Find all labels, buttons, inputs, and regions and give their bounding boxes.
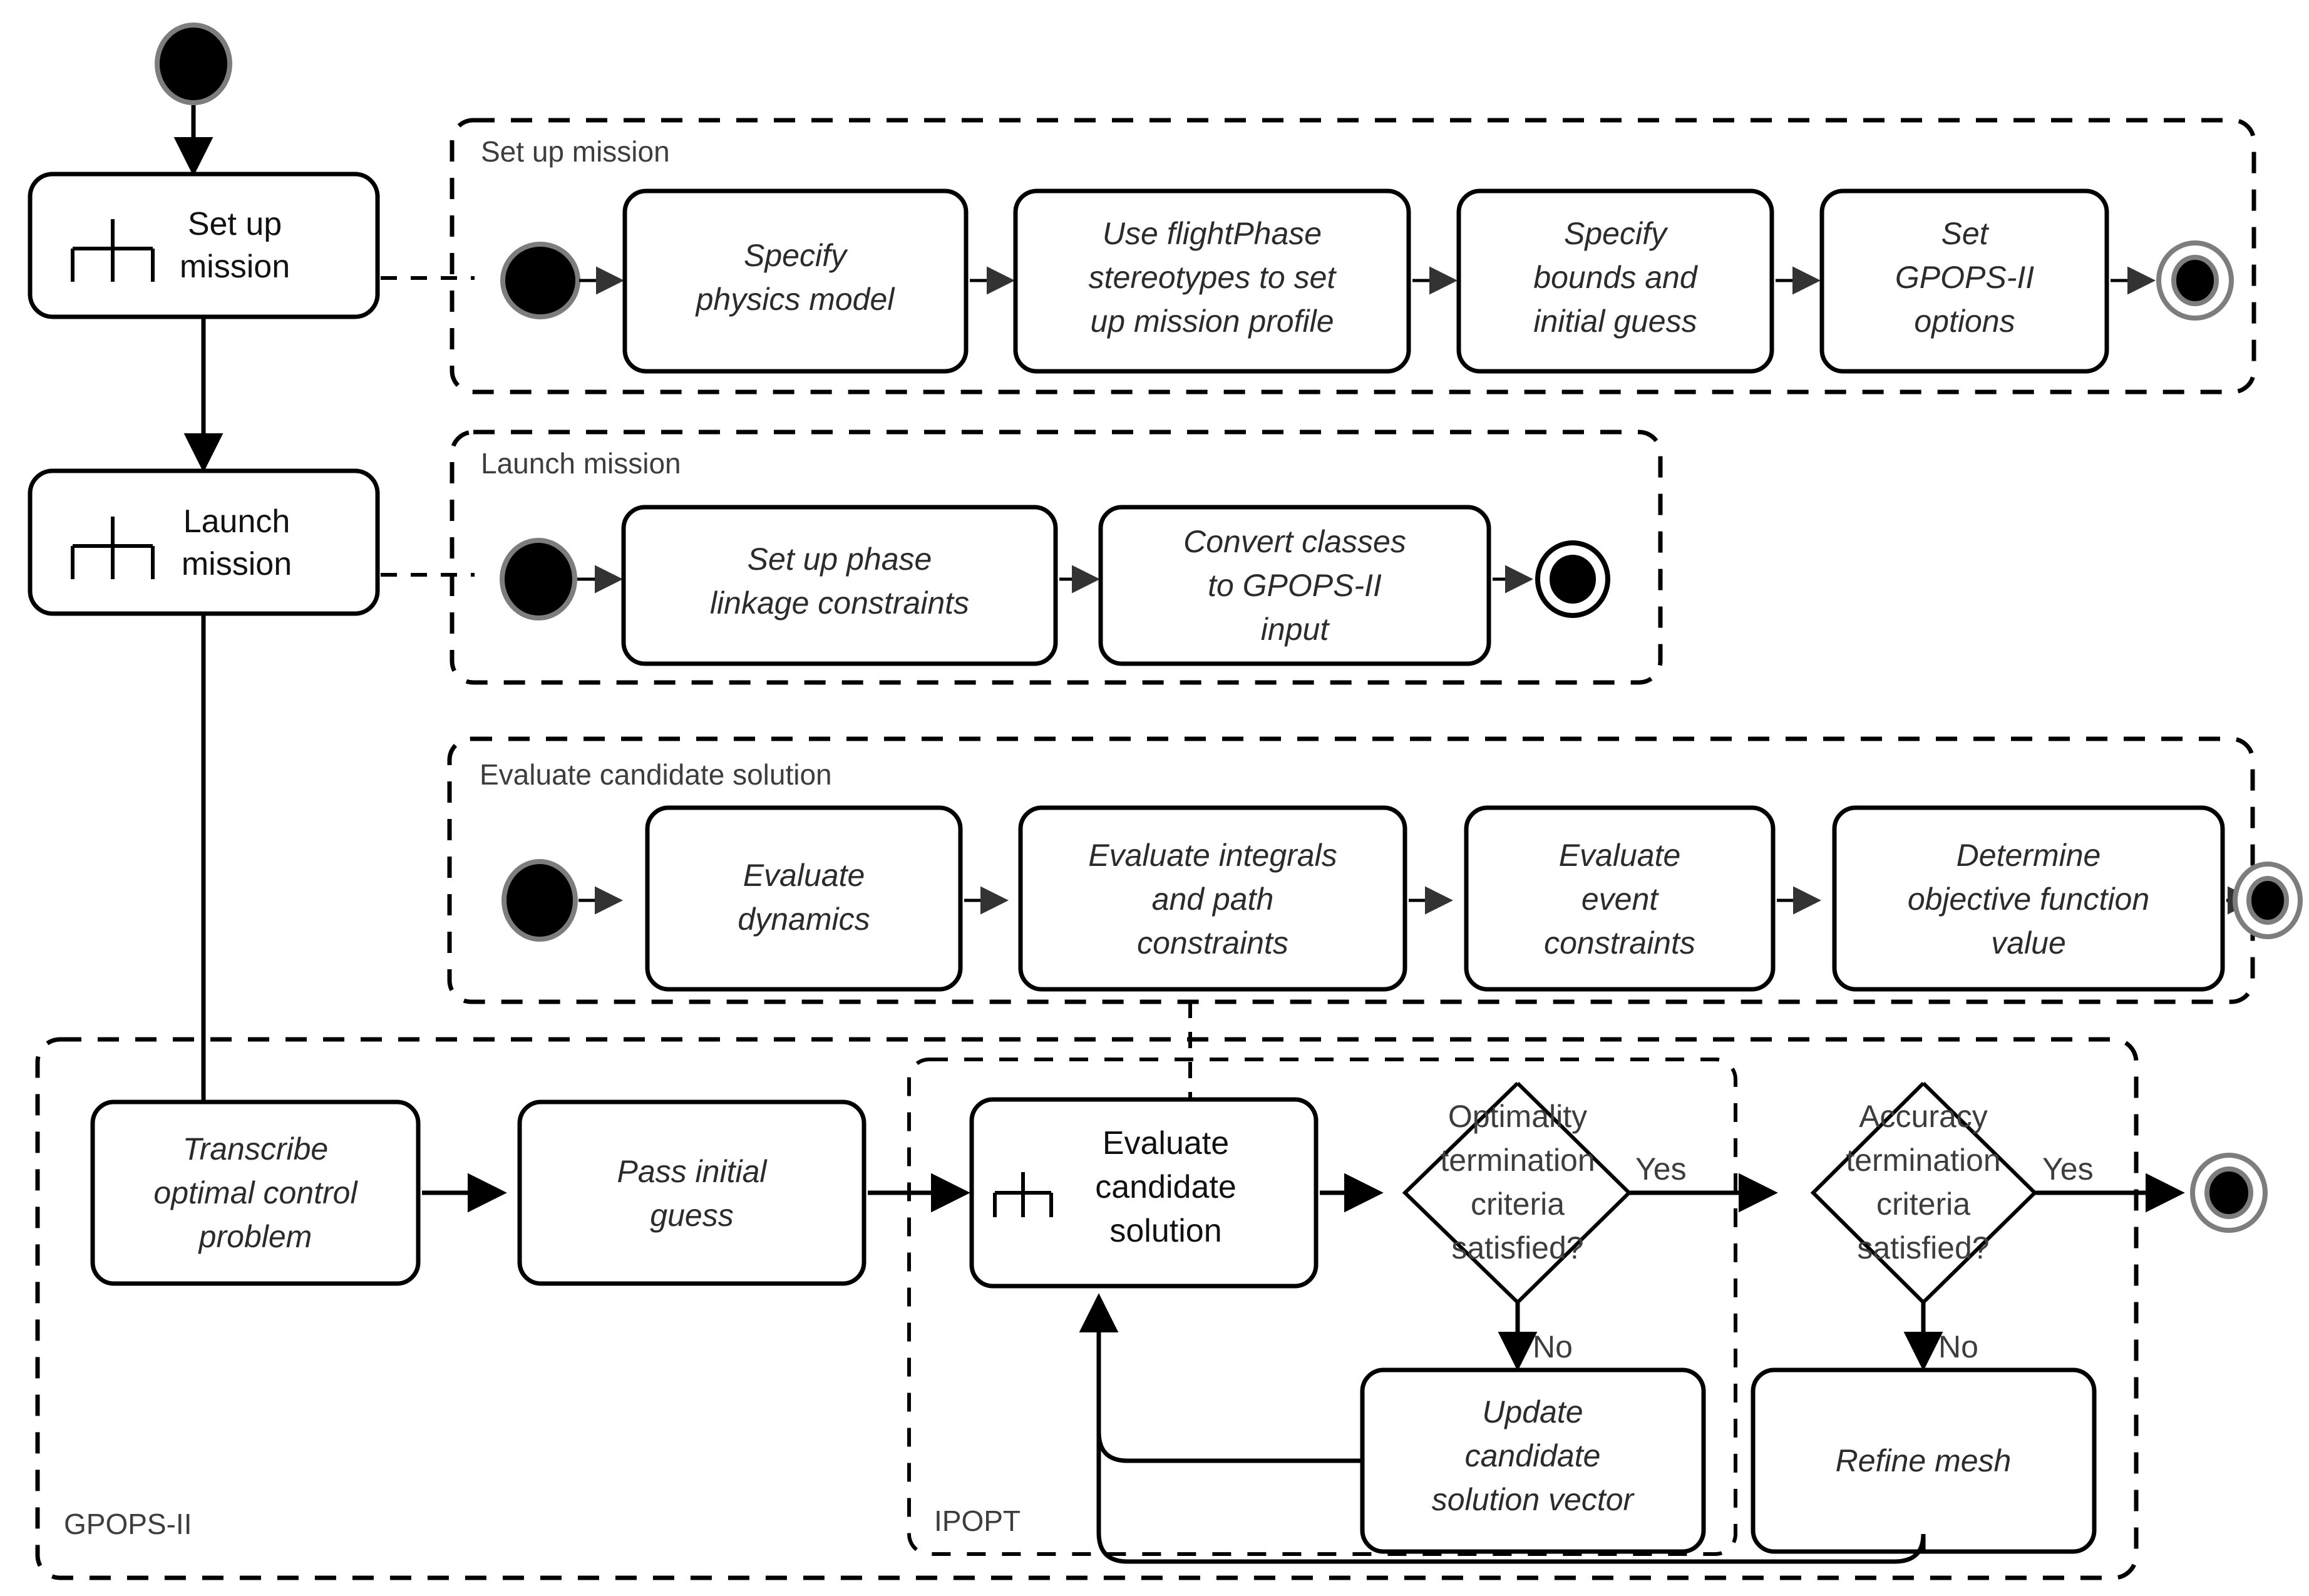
edge-label-no: No (1938, 1329, 1978, 1364)
action-label-line1: Specify (1564, 216, 1669, 251)
action-specify-bounds-and-initial-guess[interactable]: Specify bounds and initial guess (1456, 188, 1774, 374)
partition-evaluate-candidate-solution: Evaluate candidate solution (447, 736, 2255, 1004)
action-transcribe-optimal-control-problem[interactable]: Transcribe optimal control problem (90, 1099, 421, 1286)
decision-label-line1: Accuracy (1859, 1099, 1988, 1134)
decision-optimality-termination[interactable]: Optimality termination criteria satisfie… (1402, 1081, 1632, 1304)
decision-label-line2: termination (1846, 1143, 2000, 1178)
action-label-line3: solution vector (1432, 1482, 1635, 1517)
partition-gpops-ii: GPOPS-II (35, 1037, 2139, 1580)
action-specify-physics-model[interactable]: Specify physics model (622, 188, 969, 374)
activity-final-node (2190, 1153, 2268, 1233)
decision-label-line3: criteria (1876, 1187, 1970, 1222)
activity-launch-mission[interactable]: Launch mission (28, 468, 380, 616)
activity-label-line2: mission (180, 249, 290, 285)
action-label-line2: optimal control (153, 1175, 358, 1210)
action-evaluate-integrals-and-path-constraints[interactable]: Evaluate integrals and path constraints (1018, 805, 1407, 992)
rake-icon (71, 517, 155, 579)
decision-accuracy-termination[interactable]: Accuracy termination criteria satisfied? (1810, 1081, 2038, 1304)
rake-icon (993, 1172, 1053, 1217)
decision-label-line2: termination (1440, 1143, 1595, 1178)
partition-initial-node (500, 242, 580, 319)
partition-initial-node (500, 538, 577, 620)
partition-final-node (1535, 540, 1610, 618)
action-label-line2: candidate (1095, 1169, 1237, 1205)
partition-label: IPOPT (934, 1505, 1021, 1537)
action-label-line3: options (1914, 304, 2015, 339)
activity-label-line2: mission (182, 546, 292, 582)
partition-final-node (2233, 862, 2303, 939)
action-evaluate-event-constraints[interactable]: Evaluate event constraints (1464, 805, 1776, 992)
rake-icon (71, 219, 155, 282)
action-label-line3: initial guess (1533, 304, 1697, 339)
action-label-line2: dynamics (738, 902, 870, 937)
action-evaluate-candidate-solution[interactable]: Evaluate candidate solution (969, 1097, 1319, 1289)
action-label-line2: to GPOPS-II (1208, 568, 1382, 603)
partition-initial-node (501, 859, 578, 942)
action-evaluate-dynamics[interactable]: Evaluate dynamics (645, 805, 963, 992)
edge-label-no: No (1533, 1329, 1573, 1364)
action-label-line1: Specify (744, 238, 848, 273)
action-label-line1: Evaluate (743, 858, 865, 893)
action-label-line2: objective function (1908, 882, 2149, 917)
action-label-line3: solution (1109, 1213, 1221, 1249)
action-use-flightphase-stereotypes[interactable]: Use flightPhase stereotypes to set up mi… (1013, 188, 1411, 374)
partition-label: Evaluate candidate solution (480, 758, 832, 791)
action-label-line1: Set (1941, 216, 1989, 251)
action-label-line3: constraints (1544, 925, 1695, 960)
flow-update-back-to-evaluate (1079, 1293, 1362, 1463)
partition-label: Set up mission (481, 135, 670, 168)
partition-set-up-mission: Set up mission (450, 118, 2256, 394)
action-label-line1: Refine mesh (1836, 1443, 2012, 1478)
flow-refine-back-to-evaluate (1096, 1434, 1926, 1564)
initial-node (155, 23, 232, 105)
action-label-line3: value (1991, 925, 2066, 960)
action-label-line1: Transcribe (183, 1131, 328, 1166)
decision-label-line1: Optimality (1448, 1099, 1587, 1134)
action-label-line1: Evaluate (1559, 838, 1681, 873)
action-label-line2: and path (1152, 882, 1274, 917)
decision-label-line4: satisfied? (1857, 1230, 1989, 1265)
action-label-line2: GPOPS-II (1895, 260, 2034, 295)
decision-label-line3: criteria (1471, 1187, 1565, 1222)
decision-label-line4: satisfied? (1451, 1230, 1583, 1265)
action-label-line1: Evaluate (1103, 1125, 1229, 1161)
action-label-line1: Update (1482, 1394, 1583, 1429)
partition-launch-mission: Launch mission (450, 430, 1663, 685)
action-label-line2: stereotypes to set (1089, 260, 1337, 295)
action-label-line2: linkage constraints (710, 585, 969, 620)
partition-final-node (2156, 240, 2234, 321)
action-label-line1: Set up phase (748, 542, 932, 577)
action-label-line3: input (1261, 612, 1330, 647)
action-update-candidate-solution-vector[interactable]: Update candidate solution vector (1360, 1367, 1706, 1554)
action-label-line1: Evaluate integrals (1088, 838, 1337, 873)
action-pass-initial-guess[interactable]: Pass initial guess (517, 1099, 867, 1286)
action-label-line1: Convert classes (1183, 524, 1406, 559)
action-refine-mesh[interactable]: Refine mesh (1751, 1367, 2097, 1554)
action-label-line2: bounds and (1533, 260, 1699, 295)
action-label-line2: guess (650, 1198, 733, 1233)
action-label-line2: physics model (695, 282, 896, 317)
activity-label-line1: Set up (188, 206, 282, 242)
partition-label: Launch mission (481, 447, 681, 480)
edge-label-yes: Yes (2042, 1151, 2094, 1187)
activity-set-up-mission[interactable]: Set up mission (28, 172, 380, 319)
action-set-up-phase-linkage-constraints[interactable]: Set up phase linkage constraints (621, 505, 1058, 666)
partition-ipopt: IPOPT (907, 1058, 1737, 1556)
action-label-line1: Use flightPhase (1103, 216, 1322, 251)
action-label-line1: Determine (1957, 838, 2101, 873)
action-label-line3: up mission profile (1090, 304, 1334, 339)
action-label-line1: Pass initial (617, 1154, 768, 1189)
action-label-line3: constraints (1137, 925, 1288, 960)
action-determine-objective-function-value[interactable]: Determine objective function value (1832, 805, 2225, 992)
action-label-line2: event (1581, 882, 1659, 917)
edge-label-yes: Yes (1635, 1151, 1687, 1187)
partition-label: GPOPS-II (64, 1508, 192, 1540)
action-label-line3: problem (198, 1219, 312, 1254)
action-label-line2: candidate (1465, 1438, 1601, 1473)
action-convert-classes-to-gpops-ii-input[interactable]: Convert classes to GPOPS-II input (1098, 505, 1491, 666)
action-set-gpops-ii-options[interactable]: Set GPOPS-II options (1819, 188, 2109, 374)
activity-label-line1: Launch (183, 503, 291, 540)
